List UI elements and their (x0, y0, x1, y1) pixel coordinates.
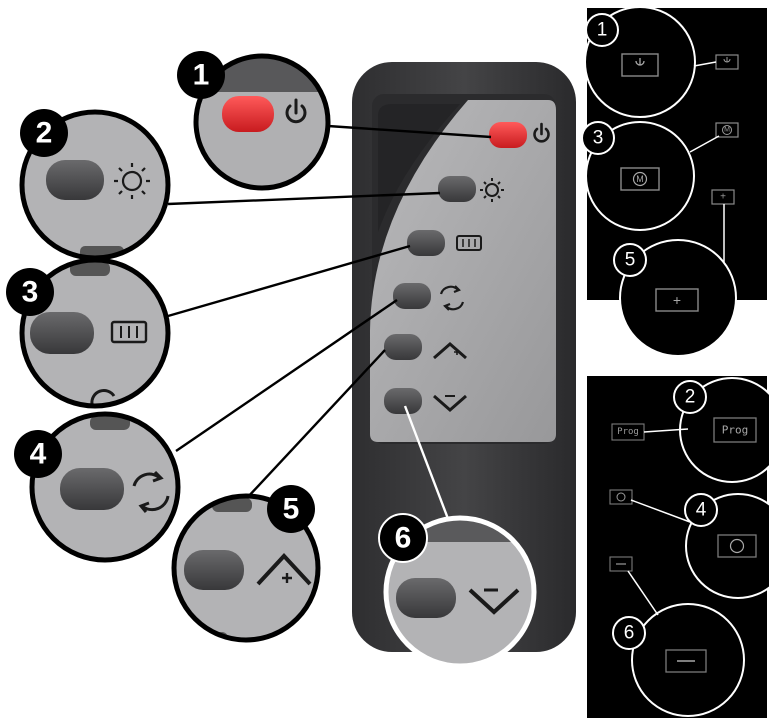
svg-text:4: 4 (30, 438, 47, 471)
svg-text:2: 2 (685, 387, 696, 408)
svg-text:+: + (673, 292, 681, 308)
power-button[interactable] (489, 122, 527, 148)
panel-badge-5: 5 (614, 244, 646, 276)
svg-text:Prog: Prog (617, 427, 639, 437)
callout-badge-2: 2 (20, 109, 68, 157)
down-button[interactable] (384, 388, 422, 414)
svg-text:5: 5 (625, 250, 636, 271)
svg-text:6: 6 (395, 522, 412, 555)
power-button-zoom (222, 96, 274, 132)
svg-text:1: 1 (597, 20, 608, 41)
panel-badge-1: 1 (586, 14, 618, 46)
up-button[interactable] (384, 334, 422, 360)
svg-text:M: M (724, 127, 730, 134)
panel-badge-6: 6 (613, 617, 645, 649)
light-button[interactable] (438, 176, 476, 202)
svg-text:5: 5 (283, 493, 300, 526)
panel-zoom-6 (632, 604, 744, 716)
svg-text:3: 3 (22, 276, 39, 309)
zoom-circle-timer (30, 412, 180, 562)
panel-bottom: Prog Prog 2 4 6 (587, 376, 769, 718)
svg-text:2: 2 (36, 117, 53, 150)
callout-badge-4: 4 (14, 430, 62, 478)
svg-text:1: 1 (193, 59, 210, 92)
svg-text:M: M (636, 174, 644, 184)
panel-badge-3: 3 (582, 122, 614, 154)
svg-text:+: + (720, 192, 726, 203)
callout-badge-6: 6 (379, 514, 427, 562)
svg-text:3: 3 (593, 128, 604, 149)
svg-text:4: 4 (696, 500, 707, 521)
panel-badge-2: 2 (674, 381, 706, 413)
svg-text:Prog: Prog (722, 424, 749, 437)
panel-top: M + M + 1 3 5 (582, 7, 767, 356)
timer-button[interactable] (393, 283, 431, 309)
fan-button[interactable] (407, 230, 445, 256)
callout-badge-1: 1 (177, 51, 225, 99)
callout-badge-3: 3 (6, 268, 54, 316)
panel-badge-4: 4 (685, 494, 717, 526)
callout-badge-5: 5 (267, 485, 315, 533)
svg-text:6: 6 (624, 623, 635, 644)
